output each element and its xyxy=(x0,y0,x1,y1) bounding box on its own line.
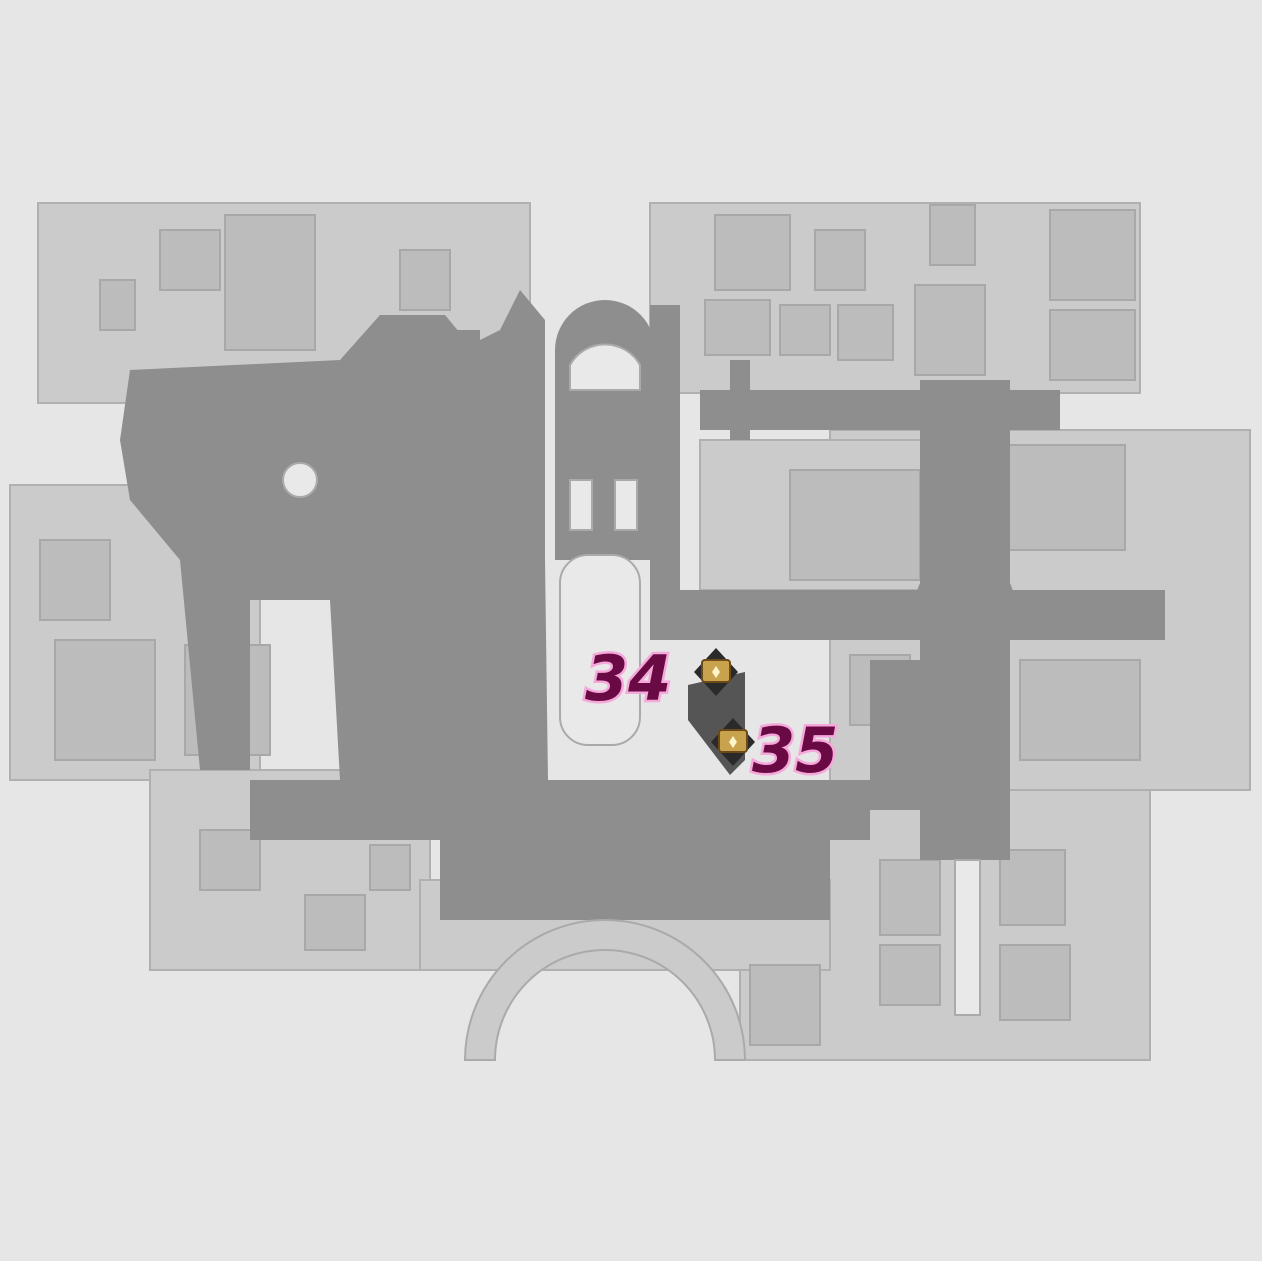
light-halls xyxy=(282,343,981,1016)
marker-35[interactable] xyxy=(711,718,755,766)
corridors xyxy=(120,290,1165,920)
chest-gem xyxy=(729,736,737,748)
marker-label-35: 35 xyxy=(752,714,838,787)
bottom-arch xyxy=(463,919,747,1061)
marker-34[interactable] xyxy=(694,648,738,696)
chest-gem xyxy=(712,666,720,678)
marker-label-34: 34 xyxy=(585,642,671,715)
